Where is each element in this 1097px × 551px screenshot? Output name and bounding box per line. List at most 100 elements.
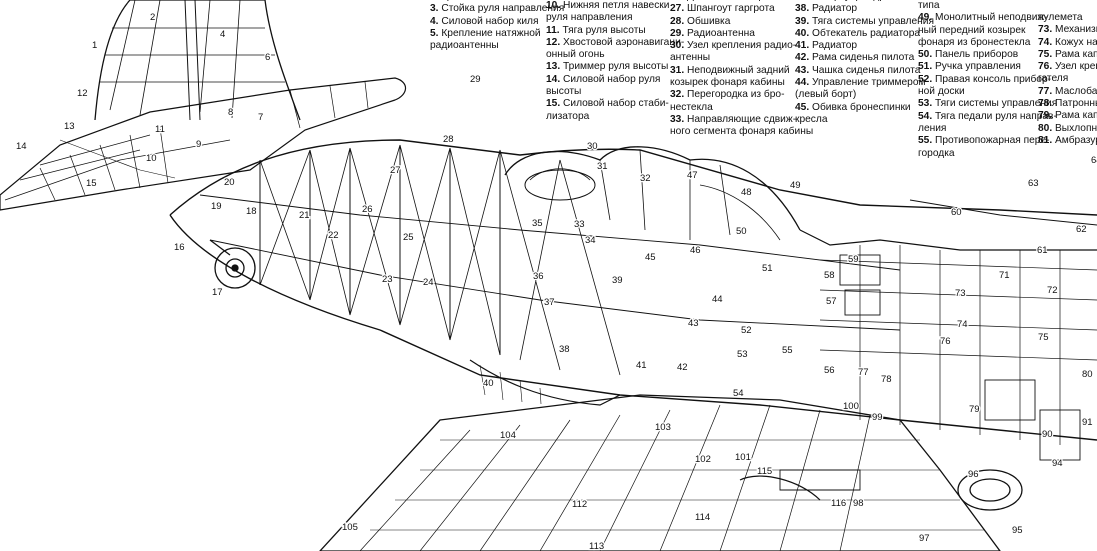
legend-item-text: Тяга системы управления xyxy=(812,15,934,27)
legend-item: 42. Рама сиденья пилота xyxy=(795,52,934,64)
callout-number: 35 xyxy=(532,218,543,229)
callout-number: 24 xyxy=(423,277,434,288)
legend-item: 3. Стойка руля направления xyxy=(430,3,564,15)
legend-item: 79. Рама капо xyxy=(1038,110,1097,122)
callout-number: 72 xyxy=(1047,285,1058,296)
legend-item-text: Выхлопны xyxy=(1055,122,1097,134)
engine-section xyxy=(799,199,1097,461)
legend-item-number: 32. xyxy=(670,89,685,101)
legend-item-text: Радиатор xyxy=(812,40,858,52)
legend-item-text: гателя xyxy=(1038,73,1069,85)
legend-item: 45. Обивка бронеспинки xyxy=(795,102,934,114)
legend-item-number: 45. xyxy=(795,101,810,113)
legend-item: 53. Тяги системы управления xyxy=(918,98,1057,110)
callout-number: 8 xyxy=(228,107,233,118)
legend-item-number: 52. xyxy=(918,73,933,85)
legend-item: 37. Резервуар гидросистемы xyxy=(795,0,934,3)
legend-item-text: Ручка управления xyxy=(935,61,1021,73)
callout-number: 13 xyxy=(64,121,75,132)
callout-number: 60 xyxy=(951,207,962,218)
legend-item-number: 10. xyxy=(546,0,561,11)
legend-item-number: 3. xyxy=(430,3,439,15)
callout-number: 99 xyxy=(872,412,883,423)
legend-item-text: Диагональные расчалки xyxy=(687,0,802,2)
callout-number: 79 xyxy=(969,404,980,415)
callout-number: 38 xyxy=(559,344,570,355)
legend-item-number: 43. xyxy=(795,64,810,76)
callout-number: 90 xyxy=(1042,429,1053,440)
legend-item: 13. Триммер руля высоты xyxy=(546,61,684,73)
legend-item: гателя xyxy=(1038,73,1097,85)
legend-item-text: Хвостовой аэронавигаци- xyxy=(563,36,685,48)
legend-item: кресла xyxy=(795,114,934,126)
callout-number: 100 xyxy=(843,401,859,412)
legend-item-text: Кожух наг xyxy=(1055,36,1097,48)
legend-item-text: Резервуар гидросистемы xyxy=(812,0,931,2)
legend-item-number: 74. xyxy=(1038,36,1053,48)
legend-item-number: 12. xyxy=(546,36,561,48)
legend-item-text: Тяга руля высоты xyxy=(562,24,646,36)
legend-item: 26. Диагональные расчалки xyxy=(670,0,813,3)
legend-item-number: 75. xyxy=(1038,48,1053,60)
callout-number: 77 xyxy=(858,367,869,378)
legend-item: 15. Силовой набор стаби- xyxy=(546,98,684,110)
horizontal-stabilizer xyxy=(0,77,407,211)
callout-number: 1 xyxy=(92,40,97,51)
legend-item-text: Рама сиденья пилота xyxy=(812,52,915,64)
legend-item: ления xyxy=(918,123,1057,135)
legend-item-text: онный огонь xyxy=(546,49,605,61)
callout-number: 101 xyxy=(735,452,751,463)
legend-item: 40. Обтекатель радиатора xyxy=(795,28,934,40)
legend-item: 77. Маслобак xyxy=(1038,86,1097,98)
legend-item-text: Рама капо xyxy=(1055,110,1097,122)
legend-item: 27. Шпангоут гаргрота xyxy=(670,3,813,15)
callout-number: 98 xyxy=(853,498,864,509)
callout-number: 28 xyxy=(443,134,454,145)
legend-item-number: 40. xyxy=(795,27,810,39)
callout-number: 112 xyxy=(572,499,587,510)
legend-item: 75. Рама капо xyxy=(1038,49,1097,61)
legend-item: онный огонь xyxy=(546,49,684,61)
callout-number: 116 xyxy=(831,498,846,509)
legend-item-number: 49. xyxy=(918,12,933,24)
callout-number: 39 xyxy=(612,275,623,286)
legend-item-text: Обтекатель радиатора xyxy=(812,27,921,39)
legend-item-text: кресла xyxy=(795,113,828,125)
legend-item-number: 42. xyxy=(795,52,810,64)
legend-item-number: 38. xyxy=(795,3,810,15)
legend-item-number: 80. xyxy=(1038,122,1053,134)
legend-item-text: ной доски xyxy=(918,86,965,98)
legend-item-text: Рама капо xyxy=(1055,48,1097,60)
callout-number: 51 xyxy=(762,263,773,274)
legend-item-text: Радиоантенна xyxy=(687,27,755,39)
callout-number: 71 xyxy=(999,270,1010,281)
legend-item-text: Шпангоут гаргрота xyxy=(687,3,775,15)
legend-item-text: Обшивка xyxy=(687,15,731,27)
legend-item: 5. Крепление натяжной xyxy=(430,28,564,40)
callout-number: 55 xyxy=(782,345,793,356)
legend-item: 41. Радиатор xyxy=(795,40,934,52)
legend-item-number: 14. xyxy=(546,73,561,85)
callout-number: 30 xyxy=(587,141,598,152)
legend-item: 80. Выхлопны xyxy=(1038,123,1097,135)
legend-item-text: Амбразура xyxy=(1055,134,1097,146)
legend-item: 39. Тяга системы управления xyxy=(795,16,934,28)
legend-item: 33. Направляющие сдвиж- xyxy=(670,114,813,126)
legend-item-number: 13. xyxy=(546,61,561,73)
legend-item-number: 73. xyxy=(1038,24,1053,36)
callout-number: 12 xyxy=(77,88,88,99)
legend-item: фонаря из бронестекла xyxy=(918,37,1057,49)
callout-number: 94 xyxy=(1052,458,1063,469)
legend-item: руля направления xyxy=(546,12,684,24)
callout-number: 96 xyxy=(968,469,979,480)
callout-number: 61 xyxy=(1037,245,1048,256)
callout-number: 41 xyxy=(636,360,647,371)
callout-number: 80 xyxy=(1082,369,1093,380)
legend-item: пулемета xyxy=(1038,12,1097,24)
callout-number: 95 xyxy=(1012,525,1023,536)
legend-item-text: радиоантенны xyxy=(430,40,499,52)
legend-item: 74. Кожух наг xyxy=(1038,37,1097,49)
callout-number: 105 xyxy=(342,522,358,533)
